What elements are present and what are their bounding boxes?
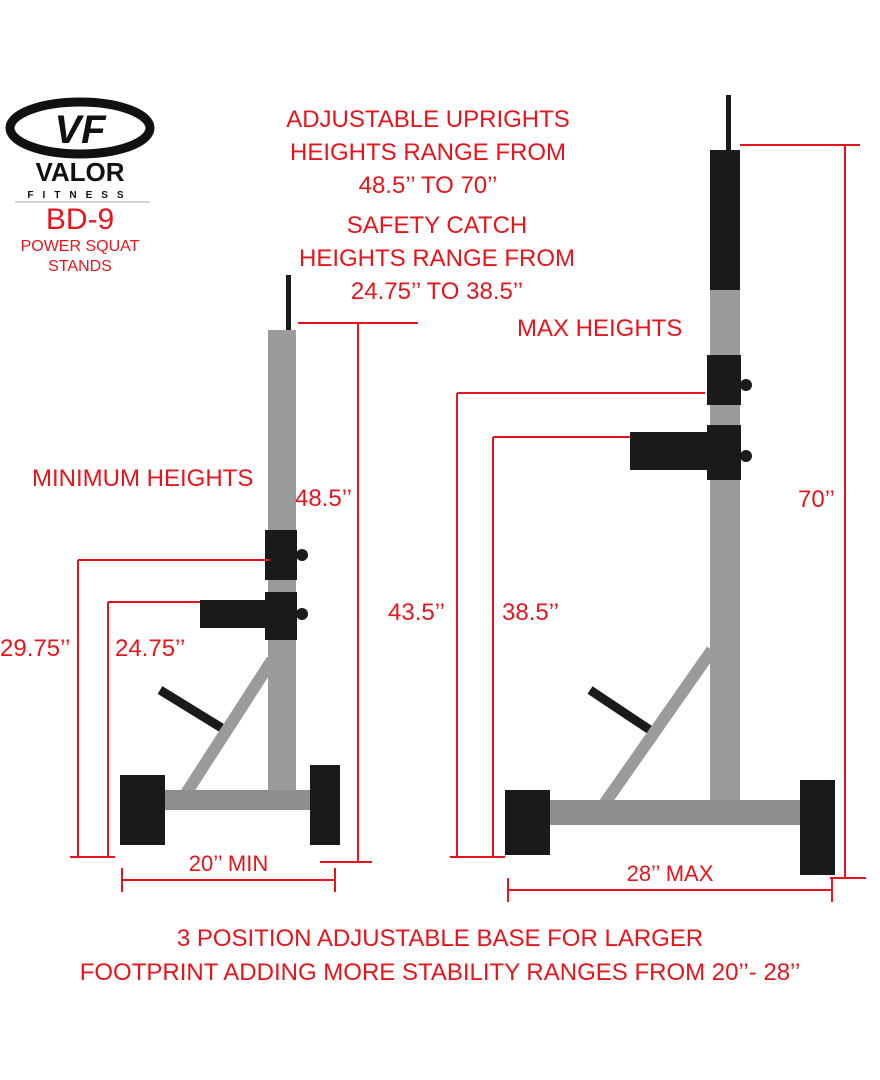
svg-text:VALOR: VALOR — [35, 157, 124, 187]
uprights-line-2: HEIGHTS RANGE FROM — [289, 139, 566, 166]
product-name-2: STANDS — [48, 258, 112, 275]
footer-line-2: FOOTPRINT ADDING MORE STABILITY RANGES F… — [79, 959, 801, 986]
dim-min-upright: 48.5’’ — [295, 485, 352, 512]
uprights-line-3: 48.5’’ TO 70’’ — [358, 172, 498, 199]
dim-min-bar: 29.75’’ — [0, 635, 71, 662]
squat-stand-min — [120, 275, 340, 845]
safety-line-3: 24.75’’ TO 38.5’’ — [350, 278, 524, 305]
min-heights-label: MINIMUM HEIGHTS — [32, 465, 254, 492]
dimension-lines — [70, 144, 866, 902]
dim-max-width: 28’’ MAX — [626, 861, 714, 886]
dim-max-upright: 70’’ — [798, 486, 835, 513]
svg-text:VF: VF — [54, 108, 107, 152]
dim-min-catch: 24.75’’ — [115, 635, 186, 662]
dim-max-catch: 38.5’’ — [502, 599, 559, 626]
valor-logo: VF VALOR FITNESS — [5, 97, 155, 203]
dim-max-bar: 43.5’’ — [388, 599, 445, 626]
squat-stand-max — [505, 95, 835, 875]
product-name-1: POWER SQUAT — [20, 238, 140, 255]
uprights-line-1: ADJUSTABLE UPRIGHTS — [286, 106, 570, 133]
max-heights-label: MAX HEIGHTS — [517, 315, 683, 342]
safety-line-1: SAFETY CATCH — [346, 212, 528, 239]
footer-line-1: 3 POSITION ADJUSTABLE BASE FOR LARGER — [176, 925, 704, 952]
dim-min-width: 20’’ MIN — [188, 851, 269, 876]
safety-line-2: HEIGHTS RANGE FROM — [298, 245, 575, 272]
svg-text:FITNESS: FITNESS — [27, 190, 132, 201]
model-number: BD-9 — [45, 203, 115, 236]
